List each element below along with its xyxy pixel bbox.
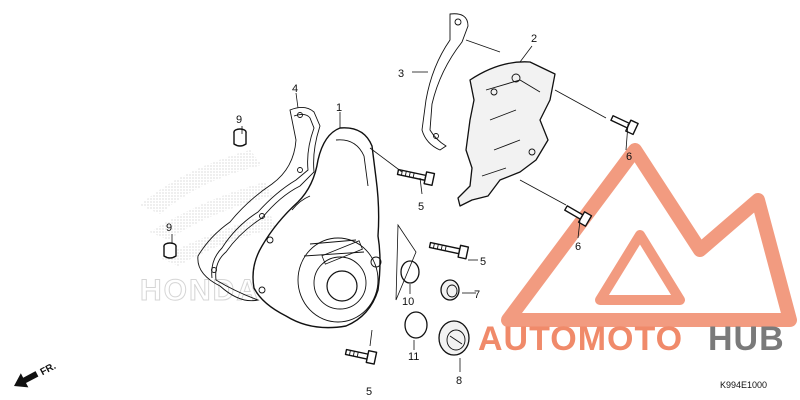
callout-5-upper: 5 bbox=[418, 201, 424, 213]
callout-2: 2 bbox=[531, 33, 537, 45]
callout-1: 1 bbox=[336, 102, 342, 114]
watermark-brand-primary: AUTOMOTO bbox=[478, 320, 683, 358]
callout-4: 4 bbox=[292, 83, 298, 95]
background-honda-logo: HONDA bbox=[140, 150, 276, 308]
crankcase-cover-part-1 bbox=[252, 127, 382, 329]
callouts: 1 2 3 4 5 5 5 6 6 7 8 9 9 10 11 bbox=[166, 33, 632, 398]
callout-9-lower: 9 bbox=[166, 222, 172, 234]
leader-lines bbox=[171, 39, 629, 372]
cap-part-7 bbox=[440, 279, 460, 301]
bolt-part-6-upper bbox=[610, 115, 639, 136]
diagram-code: K994E1000 bbox=[720, 380, 767, 390]
bolt-part-6-lower bbox=[564, 205, 593, 227]
front-direction-arrow: FR. bbox=[14, 361, 59, 388]
bolt-part-5-lower bbox=[344, 348, 378, 365]
callout-11: 11 bbox=[408, 351, 419, 363]
callout-10: 10 bbox=[402, 296, 414, 308]
bolt-part-5-middle bbox=[428, 241, 470, 260]
callout-8: 8 bbox=[456, 375, 462, 387]
cap-part-8 bbox=[438, 320, 470, 356]
callout-5-lower: 5 bbox=[366, 386, 372, 398]
o-ring-part-11 bbox=[404, 311, 428, 339]
callout-6-lower: 6 bbox=[575, 241, 581, 253]
callout-5-middle: 5 bbox=[480, 256, 486, 268]
watermark-brand: AUTOMOTO HUB bbox=[478, 320, 785, 358]
callout-7: 7 bbox=[474, 289, 480, 301]
callout-6-upper: 6 bbox=[626, 151, 632, 163]
o-ring-part-10 bbox=[400, 260, 420, 284]
callout-9-upper: 9 bbox=[236, 114, 242, 126]
background-logo-text: HONDA bbox=[140, 274, 260, 307]
dowel-pin-part-9-lower bbox=[163, 242, 177, 259]
direction-label: FR. bbox=[39, 361, 59, 378]
watermark-brand-secondary: HUB bbox=[708, 320, 785, 358]
dowel-pin-part-9-upper bbox=[233, 128, 247, 147]
gasket-part-4 bbox=[197, 107, 321, 302]
sprocket-cover-part-2 bbox=[457, 61, 556, 207]
plate-part-3 bbox=[421, 13, 469, 151]
watermark-logo-mark bbox=[501, 143, 797, 327]
bolt-part-5-upper bbox=[396, 168, 436, 187]
callout-3: 3 bbox=[398, 68, 404, 80]
